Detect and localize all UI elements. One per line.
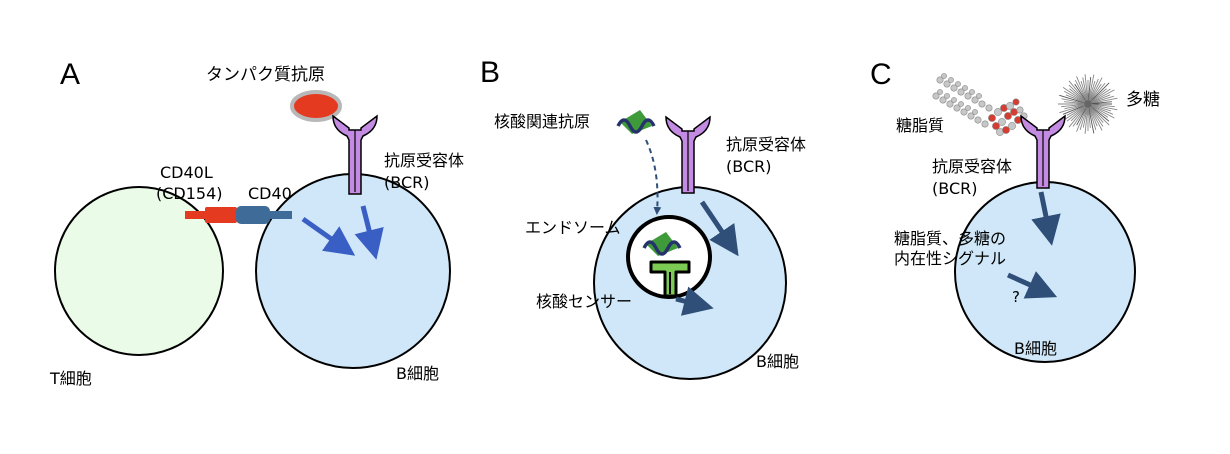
cd40-molecule [236, 206, 270, 224]
polysaccharide-molecule [1058, 74, 1118, 134]
bcr-receptor-c [1020, 114, 1066, 189]
cd40-stalk [268, 211, 292, 219]
bcr-label-c: 抗原受容体 [932, 157, 1012, 176]
cd154-label: (CD154) [156, 184, 223, 203]
nucleic-antigen [616, 110, 656, 134]
sensor-signal-arrow [675, 286, 714, 316]
nucleic-antigen-label: 核酸関連抗原 [494, 112, 590, 131]
polysaccharide-label: 多糖 [1126, 90, 1160, 110]
panel-a-letter: A [60, 58, 80, 91]
protein-antigen [290, 90, 342, 122]
b-cell-label-b: B細胞 [756, 352, 799, 371]
bcr-signal-arrow-c [1031, 191, 1061, 246]
nucleic-sensor-label: 核酸センサー [536, 292, 632, 311]
protein-antigen-label: タンパク質抗原 [206, 65, 325, 85]
cd40-signal-arrow [301, 216, 356, 256]
cd40-label: CD40 [248, 184, 292, 203]
bcr-receptor-a [332, 114, 378, 195]
panel-c-letter: C [870, 58, 892, 91]
glycolipid-label: 糖脂質 [896, 116, 944, 135]
b-cell-label-c: B細胞 [1014, 339, 1057, 358]
glycolipid-molecule [932, 73, 1028, 136]
signal-label-line2: 内在性シグナル [894, 249, 1006, 268]
signal-label-line1: 糖脂質、多糖の [894, 229, 1006, 248]
cd40l-stalk [185, 211, 207, 219]
panel-b-letter: B [480, 56, 500, 89]
nucleic-sensor [649, 260, 691, 298]
cd40l-label: CD40L [160, 163, 213, 182]
panel-a: A T細胞 B細胞 CD40L (CD154) CD40 タンパク質抗原 抗原受… [49, 58, 464, 388]
uptake-arrow [645, 139, 662, 215]
bcr-receptor-b [665, 115, 711, 194]
cd40l-molecule [205, 207, 237, 223]
endosome-label: エンドソーム [525, 218, 621, 237]
b-cell-label: B細胞 [396, 364, 439, 383]
b-cell [255, 173, 451, 369]
t-cell [54, 186, 224, 356]
bcr-sub-label-a: (BCR) [384, 173, 429, 192]
endogenous-signal-arrow [1006, 271, 1058, 299]
panel-c: C B細胞 [870, 58, 1160, 363]
bcr-signal-arrow-b [699, 200, 739, 257]
bcr-sub-label-c: (BCR) [932, 179, 977, 198]
t-cell-label: T細胞 [49, 369, 92, 388]
bcr-label-b: 抗原受容体 [726, 135, 806, 154]
question-mark: ? [1012, 288, 1020, 306]
nucleic-antigen-internal [642, 232, 682, 256]
bcr-sub-label-b: (BCR) [726, 157, 771, 176]
panel-b: B B細胞 エンドソーム 核酸センサー 核酸関連抗原 抗 [480, 56, 806, 380]
bcr-signal-arrow-a [354, 205, 384, 260]
bcr-label-a: 抗原受容体 [384, 151, 464, 170]
